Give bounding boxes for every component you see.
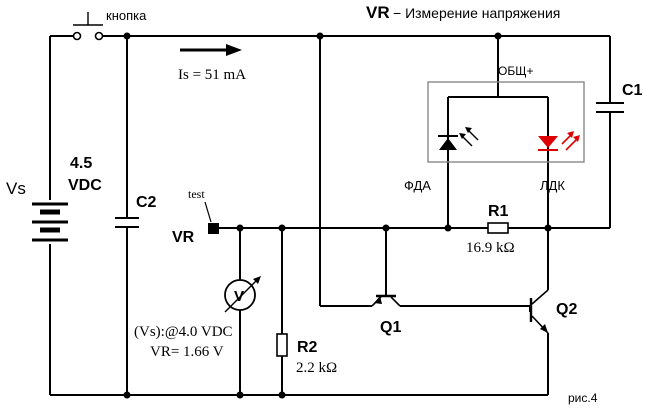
resistor-r1 xyxy=(487,222,509,234)
title-vr: VR xyxy=(366,3,390,22)
capacitor-c2 xyxy=(115,217,139,228)
push-button-switch xyxy=(72,12,104,41)
source-name: Vs xyxy=(6,179,26,198)
q2-label: Q2 xyxy=(556,301,577,318)
meter-setting: (Vs):@4.0 VDC xyxy=(134,324,233,340)
source-voltage-value: 4.5 xyxy=(70,155,92,172)
c2-label: C2 xyxy=(136,194,157,211)
switch-label: кнопка xyxy=(106,8,147,23)
photodiode-icon xyxy=(438,127,479,150)
r2-label: R2 xyxy=(297,339,318,356)
laser-diode-icon xyxy=(538,131,580,151)
resistor-r2 xyxy=(276,333,288,357)
r1-label: R1 xyxy=(488,203,509,220)
photodiode-label: ФДА xyxy=(404,178,431,193)
transistor-q1 xyxy=(371,294,401,307)
r2-value: 2.2 kΩ xyxy=(296,360,337,376)
junction-dots xyxy=(123,32,552,399)
vr-node-label: VR xyxy=(172,229,195,246)
wires xyxy=(49,35,611,396)
test-point-leader xyxy=(204,201,212,223)
common-plus-label: ОБЩ+ xyxy=(498,64,533,78)
source-voltage-unit: VDC xyxy=(68,177,102,194)
meter-reading: VR= 1.66 V xyxy=(150,344,224,360)
r1-value: 16.9 kΩ xyxy=(466,240,515,256)
figure-label: рис.4 xyxy=(568,391,598,405)
laser-module-box xyxy=(427,81,585,163)
c1-label: C1 xyxy=(622,82,643,99)
test-point xyxy=(208,223,219,234)
laser-label: ЛДК xyxy=(540,178,565,193)
current-arrow-icon xyxy=(180,44,242,56)
voltmeter-symbol: V xyxy=(234,288,244,305)
voltmeter-icon: V xyxy=(224,276,261,313)
q1-label: Q1 xyxy=(380,319,401,336)
capacitor-c1 xyxy=(596,102,624,113)
battery-symbol xyxy=(32,202,68,242)
test-label: test xyxy=(188,187,205,201)
transistor-q2 xyxy=(529,289,549,334)
current-label: Is = 51 mA xyxy=(178,67,246,83)
title-text: − Измерение напряжения xyxy=(393,5,560,21)
